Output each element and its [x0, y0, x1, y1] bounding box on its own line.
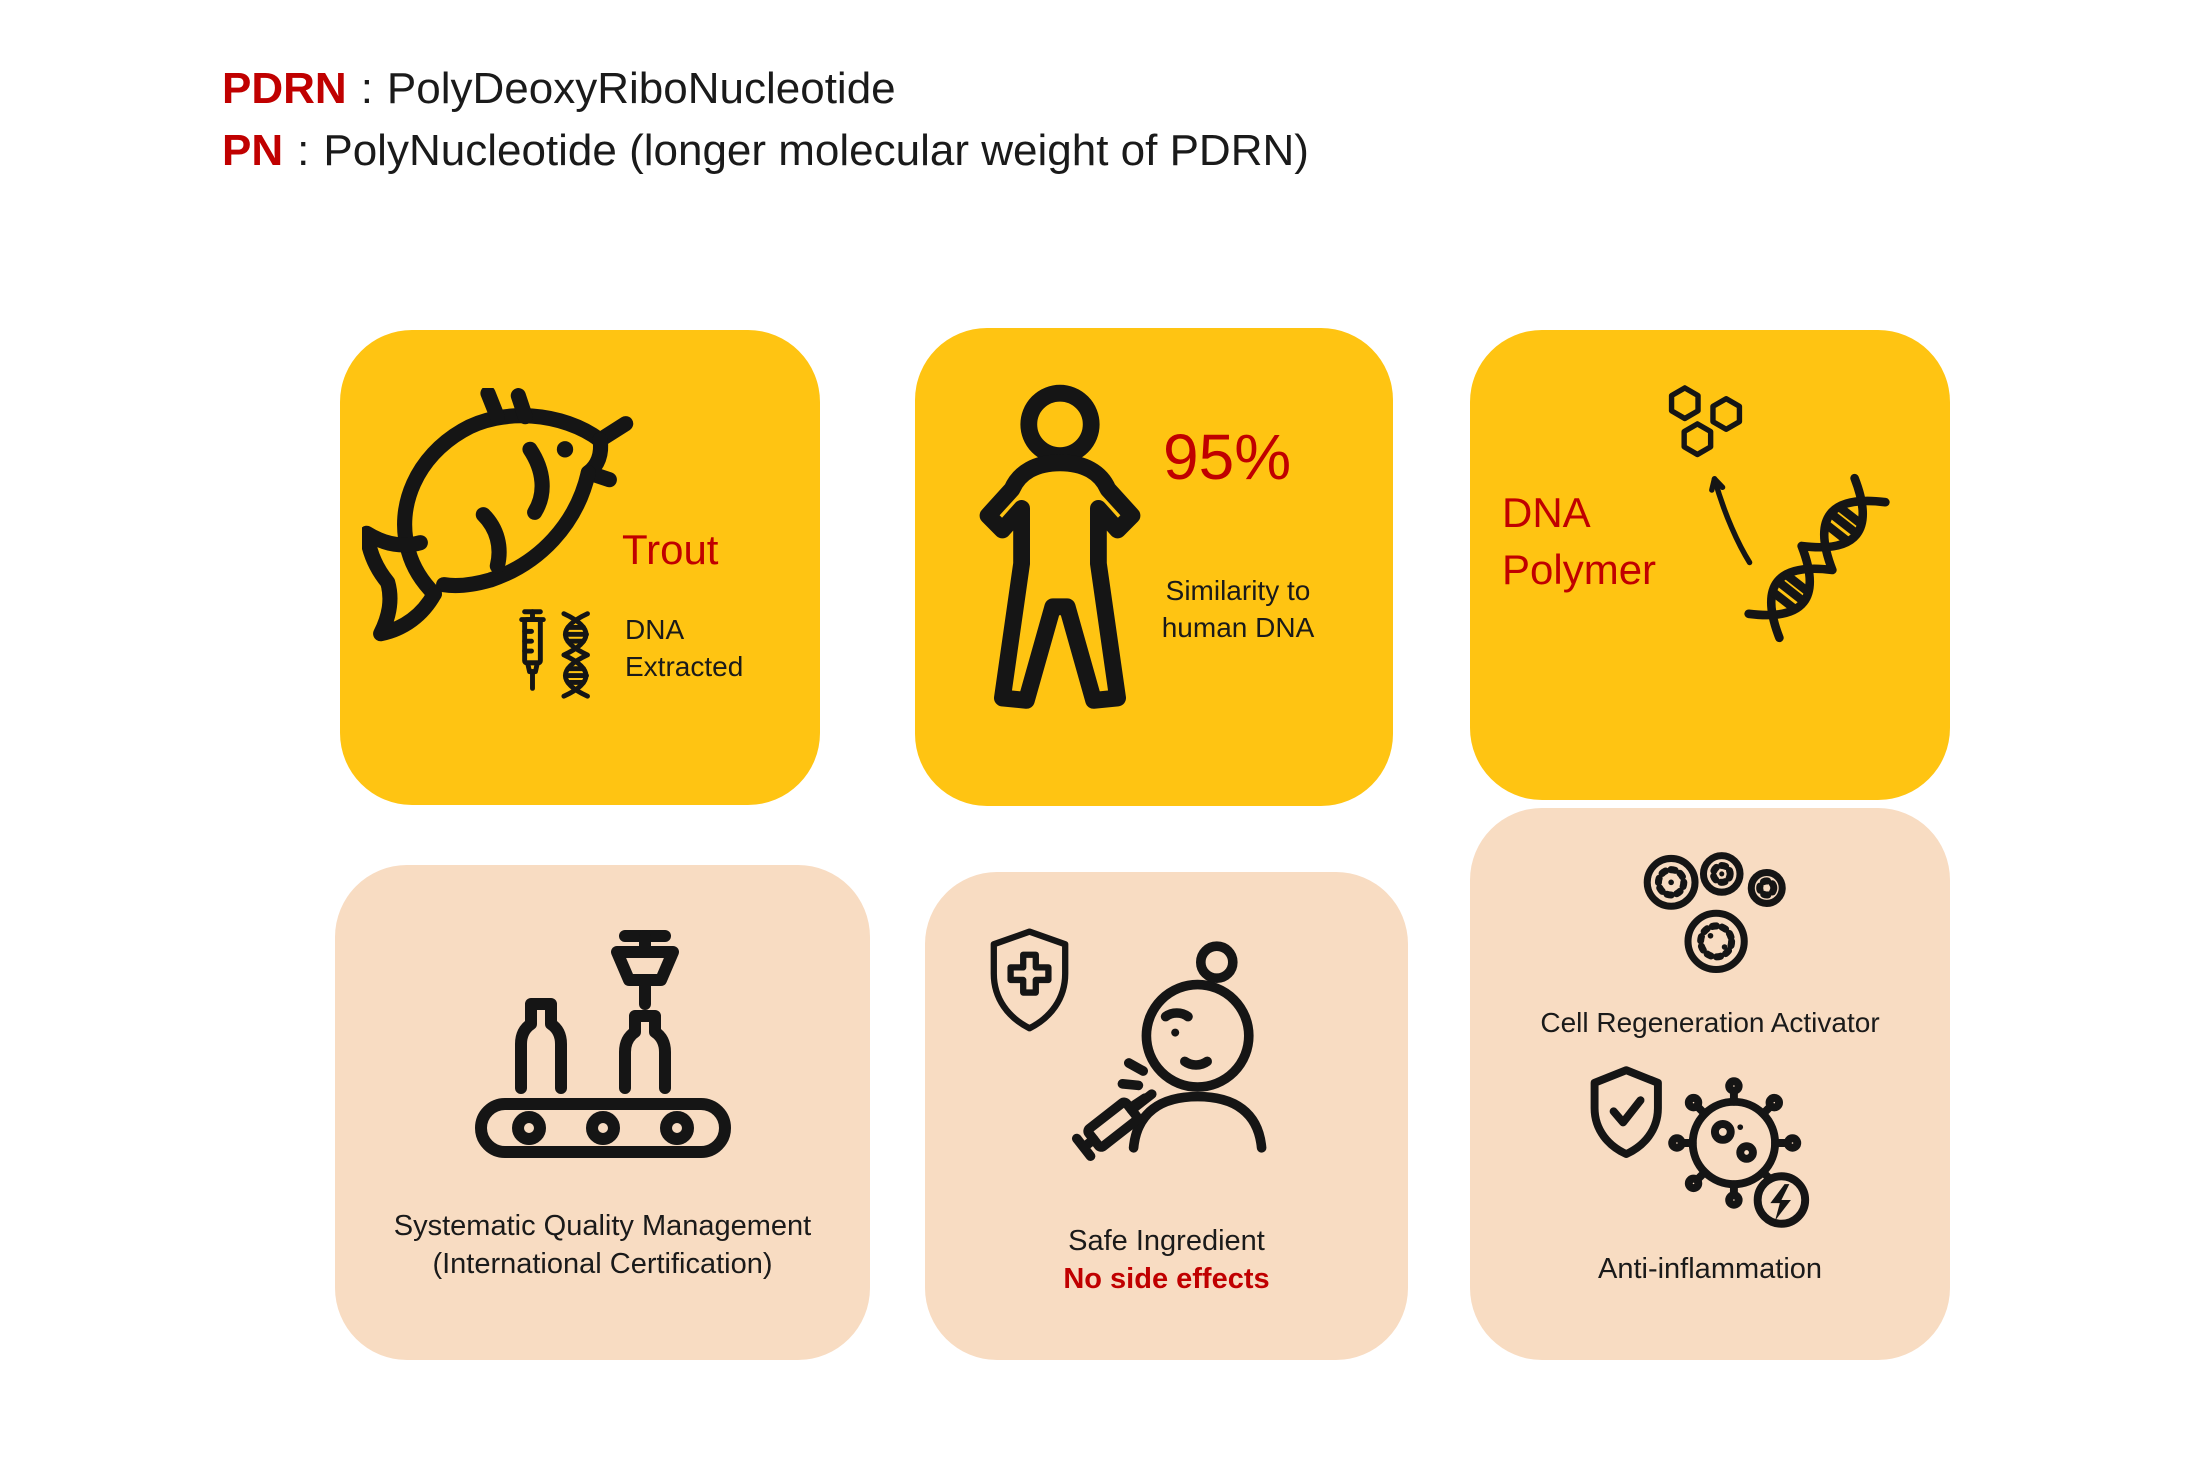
spark-lines-icon	[1117, 1058, 1150, 1113]
pdrn-definition: PolyDeoxyRiboNucleotide	[386, 64, 896, 113]
regeneration-caption-line1: Cell Regeneration Activator	[1540, 1007, 1880, 1038]
separator: :	[360, 64, 373, 113]
pn-term: PN	[222, 126, 284, 175]
cells-icon	[1643, 852, 1786, 974]
dna-polymer-title: DNA Polymer	[1502, 485, 1656, 598]
fish-icon	[362, 388, 634, 642]
lightning-icon	[1753, 1172, 1810, 1228]
safe-caption-line2: No side effects	[1063, 1263, 1270, 1296]
inflamed-cell-icon	[1668, 1077, 1802, 1209]
person-icon	[979, 384, 1141, 709]
pdrn-definition-line: PDRN: PolyDeoxyRiboNucleotide	[222, 58, 1309, 120]
similarity-caption: Similarity to human DNA	[1133, 573, 1343, 647]
anti-inflammation-icon	[1590, 1066, 1810, 1228]
pn-definition: PolyNucleotide (longer molecular weight …	[323, 126, 1309, 175]
similarity-caption-line2: human DNA	[1161, 611, 1315, 643]
card-similarity: 95% Similarity to human DNA	[915, 328, 1393, 806]
molecule-hexagons-icon	[1668, 385, 1753, 566]
card-regeneration: Cell Regeneration Activator	[1470, 808, 1950, 1360]
card-quality: Systematic Quality Management (Internati…	[335, 865, 870, 1360]
trout-title: Trout	[622, 526, 719, 573]
face-injection-icon	[1071, 941, 1267, 1161]
conveyor-belt-icon	[475, 930, 731, 1158]
shield-cross-icon	[990, 928, 1069, 1032]
curved-arrow-icon	[1709, 476, 1753, 566]
trout-caption-line1: DNA	[625, 614, 685, 645]
similarity-value: 95%	[1163, 421, 1292, 493]
shield-check-icon	[1590, 1066, 1662, 1159]
card-safe: Safe Ingredient No side effects	[925, 872, 1408, 1360]
card-trout: Trout DNA Extracted	[340, 330, 820, 805]
safe-caption-line1: Safe Ingredient	[1068, 1225, 1265, 1257]
quality-caption: Systematic Quality Management (Internati…	[350, 1207, 855, 1284]
dna-helix-icon	[1744, 473, 1890, 643]
safe-caption: Safe Ingredient No side effects	[940, 1222, 1393, 1299]
dna-polymer-title-line2: Polymer	[1502, 545, 1657, 593]
trout-caption: DNA Extracted	[625, 612, 743, 686]
quality-caption-line2: (International Certification)	[432, 1248, 773, 1281]
trout-caption-line2: Extracted	[625, 650, 744, 682]
card-dna-polymer: DNA Polymer	[1470, 330, 1950, 800]
dna-polymer-title-line1: DNA	[1502, 489, 1591, 536]
syringe-dna-icon	[519, 609, 590, 699]
definitions-header: PDRN: PolyDeoxyRiboNucleotide PN: PolyNucl…	[222, 58, 1309, 182]
pn-definition-line: PN: PolyNucleotide (longer molecular weig…	[222, 120, 1309, 182]
pdrn-term: PDRN	[222, 64, 347, 113]
separator: :	[297, 126, 310, 175]
regeneration-caption-line2: Anti-inflammation	[1597, 1253, 1823, 1285]
quality-caption-line1: Systematic Quality Management	[393, 1210, 812, 1242]
similarity-caption-line1: Similarity to	[1165, 575, 1311, 606]
